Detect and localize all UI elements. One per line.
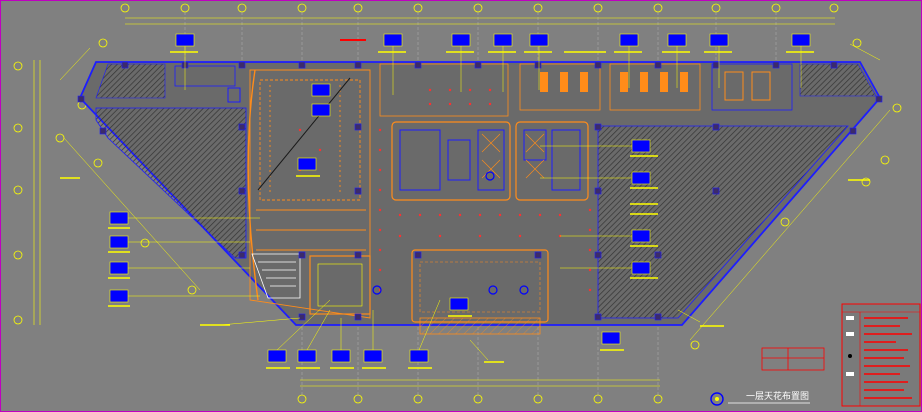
top-room-fixtures [227, 71, 771, 103]
north-arrow-icon [710, 392, 724, 406]
grid-bubble-icon [93, 158, 103, 168]
atrium-inner-structure [399, 129, 581, 191]
grid-bubble-icon [98, 38, 108, 48]
feature-ceiling-box-inner [317, 263, 363, 307]
feature-ceiling-box [309, 255, 371, 315]
column-square-icon [77, 61, 883, 321]
central-ceiling-zone [249, 69, 371, 319]
grid-bubble-icon [880, 155, 890, 165]
grid-bubble-icon [13, 185, 23, 195]
grid-bubble-icon [829, 3, 839, 13]
bottom-dimension-lines [300, 379, 660, 387]
annotation-strokes [60, 39, 870, 369]
left-top-hatched-zone [95, 63, 166, 99]
left-hatched-zone [95, 107, 247, 259]
curved-wall [247, 69, 259, 301]
lobby-entrance-steps [419, 317, 541, 335]
grid-bubble-icon [187, 285, 197, 295]
grid-bubble-icon [120, 3, 130, 13]
leader-lines [128, 46, 802, 361]
atrium-room-right [515, 121, 589, 201]
top-dimension-lines [125, 17, 835, 25]
grid-bubble-icon [13, 250, 23, 260]
grid-bubble-icon [780, 217, 790, 227]
top-room-row [174, 63, 793, 117]
diagonal-dimension-lines [59, 43, 891, 341]
grid-bubble-icon [13, 61, 23, 71]
left-grid-bubbles [13, 61, 23, 325]
drawing-title: 一层天花布置图 [746, 390, 809, 402]
grid-bubble-icon [852, 38, 862, 48]
title-block [841, 303, 921, 407]
grid-bubble-icon [892, 103, 902, 113]
grid-bubble-icon [690, 340, 700, 350]
left-dimension-lines [33, 60, 41, 325]
atrium-cross-marks [481, 133, 545, 179]
grid-bubble-icon [13, 315, 23, 325]
light-fixture-icon [298, 88, 592, 292]
legend-box [761, 347, 825, 371]
stair-element [251, 253, 301, 299]
atrium-room-left [391, 121, 511, 201]
grid-bubble-icon [861, 177, 871, 187]
grid-bubble-icon [13, 123, 23, 133]
diagonal-partition [257, 77, 351, 191]
section-markers [372, 171, 529, 295]
grid-bubble-icon [140, 238, 150, 248]
lobby-inner [419, 261, 541, 313]
